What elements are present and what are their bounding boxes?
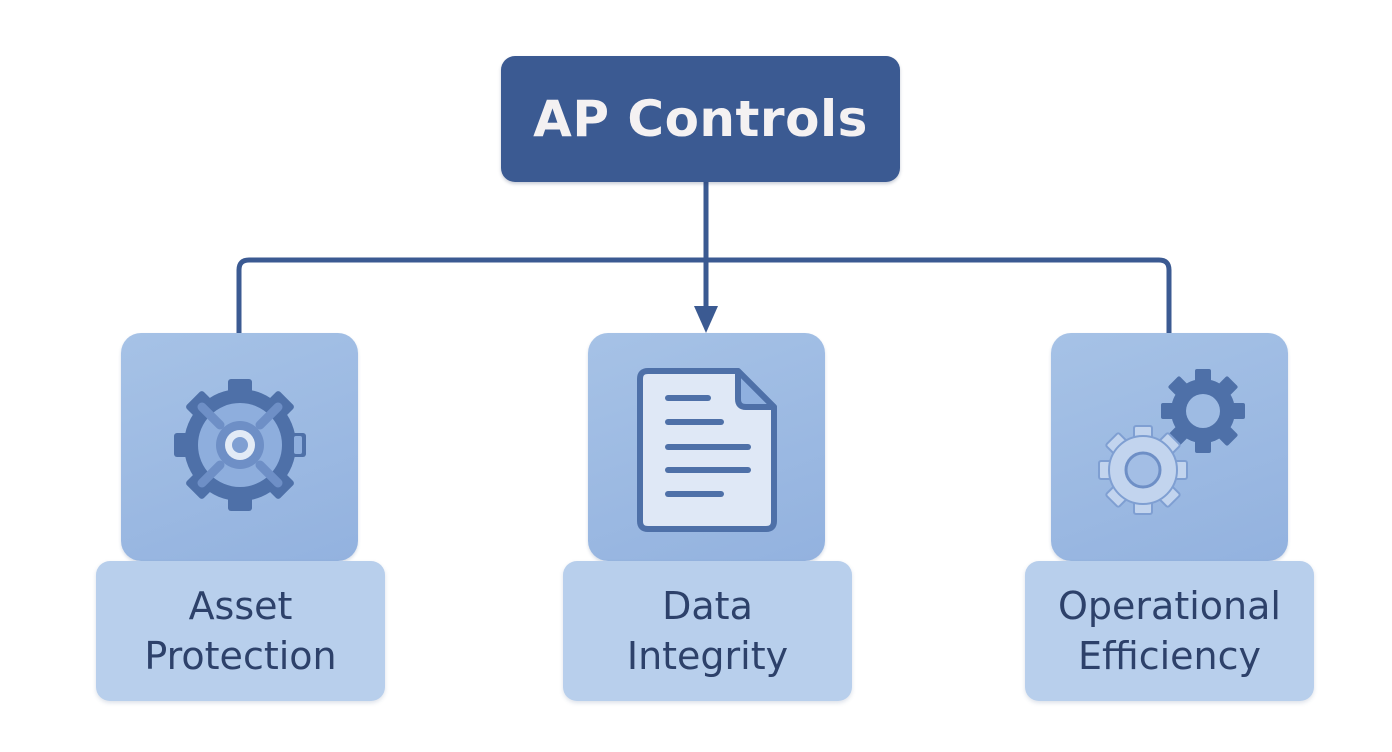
- document-icon: [637, 368, 777, 532]
- branch-label-asset-protection: Asset Protection: [96, 561, 385, 701]
- label-line-1: Data: [662, 584, 753, 628]
- label-line-2: Protection: [144, 634, 337, 678]
- root-node-title: AP Controls: [533, 90, 868, 148]
- branch-label-operational-efficiency: Operational Efficiency: [1025, 561, 1314, 701]
- arrowhead-icon: [694, 306, 718, 333]
- vault-gear-icon: [174, 379, 306, 511]
- label-line-1: Operational: [1058, 584, 1281, 628]
- branch-label-data-integrity: Data Integrity: [563, 561, 852, 701]
- root-node-ap-controls: AP Controls: [501, 56, 900, 182]
- gear-light: [1098, 425, 1188, 515]
- label-line-2: Integrity: [626, 634, 789, 678]
- label-line-2: Efficiency: [1077, 634, 1262, 678]
- connector-branch-bar: [236, 257, 1172, 333]
- gears-icon: [1098, 369, 1245, 515]
- branch-card-operational-efficiency: [1051, 333, 1288, 561]
- branch-card-data-integrity: [588, 333, 825, 561]
- branch-card-asset-protection: [121, 333, 358, 561]
- label-line-1: Asset: [188, 584, 293, 628]
